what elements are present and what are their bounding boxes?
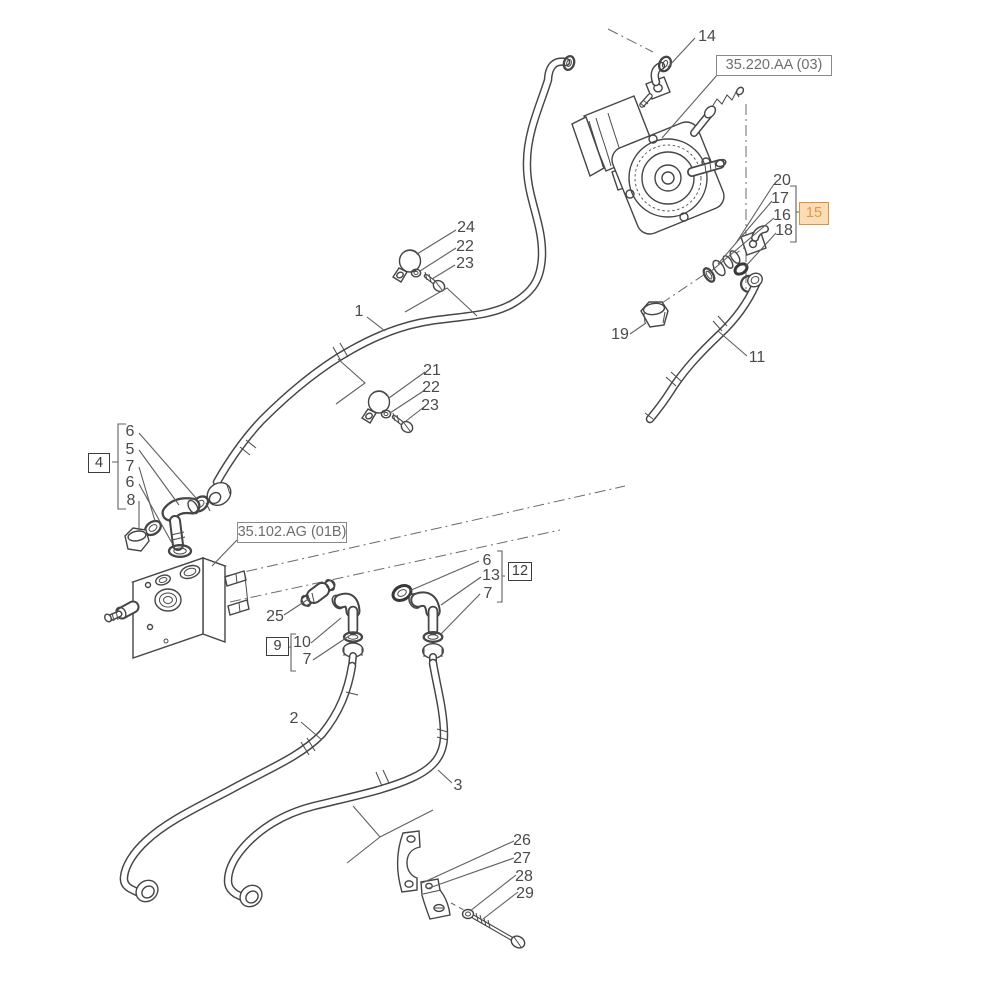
hydraulic-pump-assembly [571, 86, 745, 235]
callout-29: 29 [516, 885, 534, 902]
valve-block [104, 557, 250, 659]
callout-16: 16 [773, 207, 791, 224]
callout-17: 17 [771, 190, 789, 207]
callout-27: 27 [513, 850, 531, 867]
callout-3: 3 [453, 777, 463, 794]
strap-bracket-26 [396, 830, 421, 893]
leader-lines [138, 37, 777, 920]
callout-26: 26 [513, 832, 531, 849]
clamp-21 [361, 390, 391, 424]
hose-2 [119, 661, 359, 903]
callout-8: 8 [126, 492, 136, 509]
callout-23a: 23 [456, 255, 474, 272]
callout-24: 24 [457, 219, 475, 236]
callout-5: 5 [125, 441, 135, 458]
callout-19: 19 [611, 326, 629, 343]
callout-18: 18 [775, 222, 793, 239]
callout-22a: 22 [456, 238, 474, 255]
elbow-fitting-5 [161, 497, 201, 551]
washer-28 [461, 908, 475, 920]
callout-7c: 7 [483, 585, 493, 602]
group-box-12: 12 [508, 562, 532, 581]
callout-10: 10 [293, 634, 311, 651]
callout-20: 20 [773, 172, 791, 189]
callout-7b: 7 [302, 651, 312, 668]
l-bracket-27 [420, 878, 451, 920]
highlighted-callout-15: 15 [799, 202, 829, 225]
washer-22a [410, 268, 422, 278]
callout-13: 13 [482, 567, 500, 584]
bolt-29 [471, 912, 526, 949]
callout-21: 21 [423, 362, 441, 379]
group-box-9: 9 [266, 637, 289, 656]
group-box-4: 4 [88, 453, 110, 473]
callout-22b: 22 [422, 379, 440, 396]
hose-3 [223, 658, 449, 908]
washer-22b [380, 409, 392, 419]
callout-14: 14 [698, 28, 716, 45]
callout-25: 25 [266, 608, 284, 625]
module-ref-pump: 35.220.AA (03) [716, 55, 832, 76]
hose-1 [212, 55, 576, 487]
cap-nut-19 [640, 301, 669, 328]
callout-brackets [112, 185, 801, 672]
bolt-23b [391, 412, 414, 434]
callout-6a: 6 [125, 423, 135, 440]
module-ref-valve: 35.102.AG (01B) [237, 522, 347, 543]
assembly-dashed-line [450, 902, 465, 911]
o-ring-6c [391, 584, 413, 602]
callout-2: 2 [289, 710, 299, 727]
callout-1: 1 [354, 303, 364, 320]
callout-23b: 23 [421, 397, 439, 414]
hose-11 [644, 272, 763, 424]
elbow-fitting-14 [639, 55, 673, 108]
o-ring-7c [422, 631, 444, 643]
o-ring-6b [167, 544, 193, 558]
hose-2-top-nut [342, 642, 364, 670]
callout-7a: 7 [125, 458, 135, 475]
callout-11: 11 [748, 349, 766, 366]
callout-6b: 6 [125, 474, 135, 491]
callout-6c: 6 [482, 552, 492, 569]
cap-nut-8 [124, 527, 150, 552]
elbow-fitting-10 [331, 592, 361, 636]
callout-28: 28 [515, 868, 533, 885]
clamp-24 [392, 249, 422, 283]
elbow-fitting-13 [408, 591, 441, 636]
